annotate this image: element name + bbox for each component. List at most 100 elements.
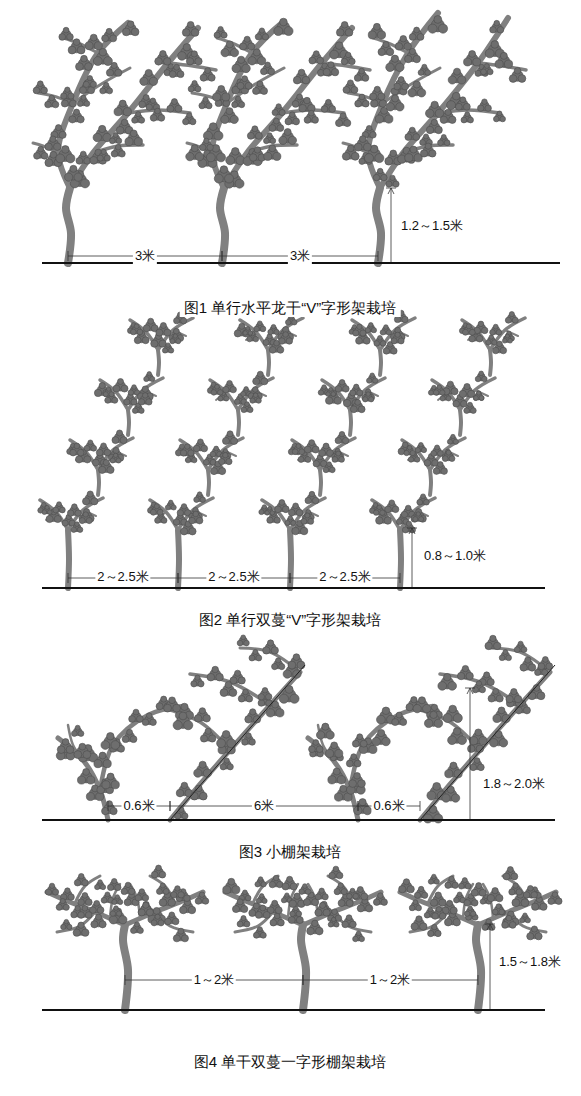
leaf-lobe bbox=[415, 447, 420, 452]
leaf-lobe bbox=[109, 392, 114, 397]
leaf-lobe bbox=[219, 458, 225, 464]
leaf-lobe bbox=[316, 746, 323, 753]
leaf-lobe bbox=[354, 384, 359, 389]
leaf-lobe bbox=[298, 69, 305, 76]
leaf-lobe bbox=[203, 97, 208, 102]
leaf-lobe bbox=[301, 518, 307, 524]
grape-leaf bbox=[254, 321, 266, 332]
grape-leaf bbox=[326, 742, 343, 758]
leaf-lobe bbox=[494, 20, 500, 26]
grape-leaf bbox=[373, 168, 387, 181]
leaf-lobe bbox=[140, 77, 148, 85]
leaf-lobe bbox=[312, 446, 319, 453]
leaf-lobe bbox=[438, 140, 444, 146]
leaf-lobe bbox=[230, 49, 238, 57]
leaf-lobe bbox=[293, 118, 300, 125]
leaf-lobe bbox=[183, 44, 190, 51]
grape-leaf bbox=[288, 654, 305, 669]
leaf-lobe bbox=[464, 58, 472, 66]
grape-leaf bbox=[349, 772, 366, 787]
grape-leaf bbox=[255, 28, 268, 40]
leaf-lobe bbox=[265, 62, 271, 68]
leaf-lobe bbox=[283, 670, 291, 678]
grape-leaf bbox=[411, 508, 426, 522]
leaf-lobe bbox=[378, 93, 385, 100]
leaf-lobe bbox=[386, 330, 391, 335]
leaf-lobe bbox=[402, 83, 409, 90]
vine-branch bbox=[460, 378, 495, 410]
vine-branch bbox=[301, 925, 306, 1010]
leaf-lobe bbox=[199, 708, 205, 714]
leaf-lobe bbox=[252, 126, 258, 132]
leaf-lobe bbox=[335, 119, 342, 126]
leaf-lobe bbox=[246, 695, 253, 702]
leaf-lobe bbox=[109, 392, 114, 397]
leaf-lobe bbox=[146, 104, 152, 110]
leaf-lobe bbox=[400, 719, 407, 726]
leaf-lobe bbox=[173, 328, 179, 334]
grape-leaf bbox=[71, 725, 83, 736]
grape-leaf bbox=[354, 68, 369, 81]
grape-leaf bbox=[404, 445, 415, 455]
leaf-lobe bbox=[347, 145, 354, 152]
vine-branch bbox=[292, 440, 320, 470]
leaf-lobe bbox=[245, 82, 252, 89]
leaf-lobe bbox=[434, 16, 442, 24]
grape-leaf bbox=[33, 81, 47, 94]
grape-leaf bbox=[474, 391, 484, 400]
leaf-lobe bbox=[119, 151, 126, 158]
vine-branch bbox=[247, 145, 297, 153]
grape-leaf bbox=[194, 492, 206, 503]
leaf-lobe bbox=[425, 70, 431, 76]
grape-leaf bbox=[258, 688, 272, 700]
grape-leaf bbox=[100, 82, 113, 94]
leaf-lobe bbox=[136, 112, 141, 117]
leaf-lobe bbox=[217, 390, 223, 396]
leaf-lobe bbox=[194, 497, 200, 503]
leaf-lobe bbox=[180, 450, 186, 456]
leaf-lobe bbox=[133, 709, 139, 715]
leaf-lobe bbox=[366, 125, 372, 131]
grape-leaf bbox=[370, 93, 386, 108]
grape-leaf bbox=[93, 48, 112, 65]
leaf-lobe bbox=[351, 86, 358, 93]
leaf-lobe bbox=[78, 731, 84, 737]
leaf-lobe bbox=[190, 119, 196, 125]
leaf-lobe bbox=[222, 731, 230, 739]
vine-branch bbox=[322, 380, 350, 410]
leaf-lobe bbox=[201, 445, 208, 452]
leaf-lobe bbox=[61, 93, 67, 99]
leaf-lobe bbox=[169, 697, 176, 704]
leaf-lobe bbox=[104, 82, 109, 87]
leaf-lobe bbox=[406, 703, 413, 710]
leaf-lobe bbox=[142, 337, 149, 344]
leaf-lobe bbox=[401, 511, 407, 517]
grape-leaf bbox=[301, 513, 314, 524]
leaf-lobe bbox=[366, 392, 371, 397]
leaf-lobe bbox=[267, 640, 273, 646]
grape-leaf bbox=[323, 462, 335, 473]
leaf-lobe bbox=[229, 689, 237, 697]
leaf-lobe bbox=[351, 754, 357, 760]
leaf-lobe bbox=[473, 58, 481, 66]
leaf-lobe bbox=[66, 746, 74, 754]
leaf-lobe bbox=[164, 329, 171, 336]
leaf-lobe bbox=[378, 729, 385, 736]
leaf-lobe bbox=[166, 343, 171, 348]
grape-leaf bbox=[404, 48, 420, 62]
grape-leaf bbox=[354, 799, 372, 815]
grape-leaf bbox=[461, 112, 473, 123]
grape-leaf bbox=[380, 325, 391, 335]
leaf-lobe bbox=[360, 740, 367, 747]
grape-leaf bbox=[285, 112, 300, 125]
grape-leaf bbox=[336, 22, 352, 37]
leaf-lobe bbox=[73, 109, 79, 115]
leaf-lobe bbox=[423, 134, 428, 139]
grape-leaf bbox=[265, 506, 275, 515]
leaf-lobe bbox=[46, 515, 53, 522]
leaf-lobe bbox=[258, 700, 265, 707]
grape-leaf bbox=[96, 443, 110, 456]
leaf-lobe bbox=[81, 95, 86, 100]
grape-leaf bbox=[274, 18, 293, 35]
leaf-lobe bbox=[358, 780, 366, 788]
